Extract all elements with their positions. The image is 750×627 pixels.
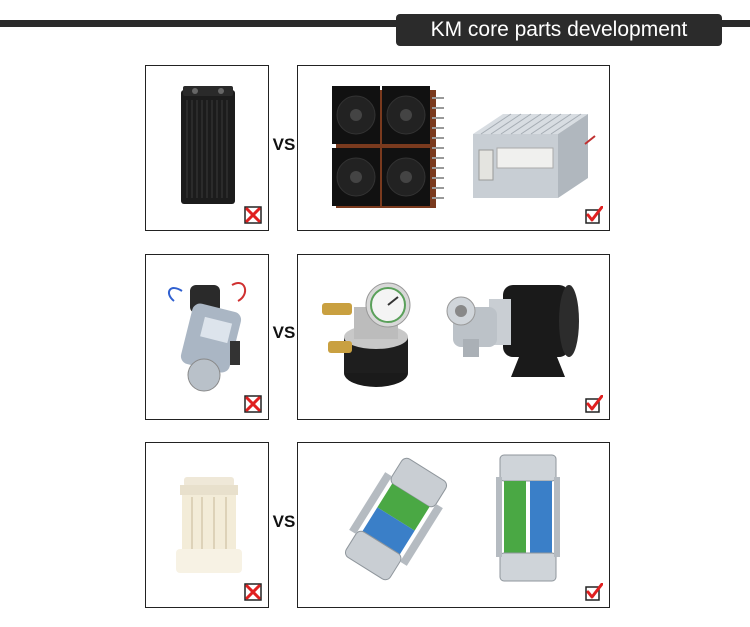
km-pump-panel	[297, 254, 610, 420]
check-icon	[585, 206, 603, 224]
km-thermoelectric-panel	[297, 65, 610, 231]
filter-cartridge-upright-image	[496, 454, 560, 582]
page-title: KM core parts development	[396, 14, 722, 46]
header-rule	[0, 20, 750, 27]
km-filter-panel	[297, 442, 610, 608]
check-icon	[585, 395, 603, 413]
radiator-image	[181, 86, 235, 204]
fan-cooler-image	[332, 86, 444, 208]
old-filter-panel	[145, 442, 269, 608]
filter-cartridge-angled-image	[344, 457, 448, 581]
cross-icon	[244, 395, 262, 413]
check-icon	[585, 583, 603, 601]
cross-icon	[244, 206, 262, 224]
old-radiator-panel	[145, 65, 269, 231]
vs-label: VS	[272, 323, 296, 342]
vs-label: VS	[272, 135, 296, 154]
diaphragm-pump-image	[167, 282, 247, 392]
old-pump-panel	[145, 254, 269, 420]
heatsink-module-image	[473, 113, 596, 198]
cross-icon	[244, 583, 262, 601]
motor-pump-image	[446, 285, 579, 377]
gauge-pump-image	[322, 282, 411, 387]
vs-label: VS	[272, 512, 296, 531]
filter-housing-image	[176, 477, 242, 573]
